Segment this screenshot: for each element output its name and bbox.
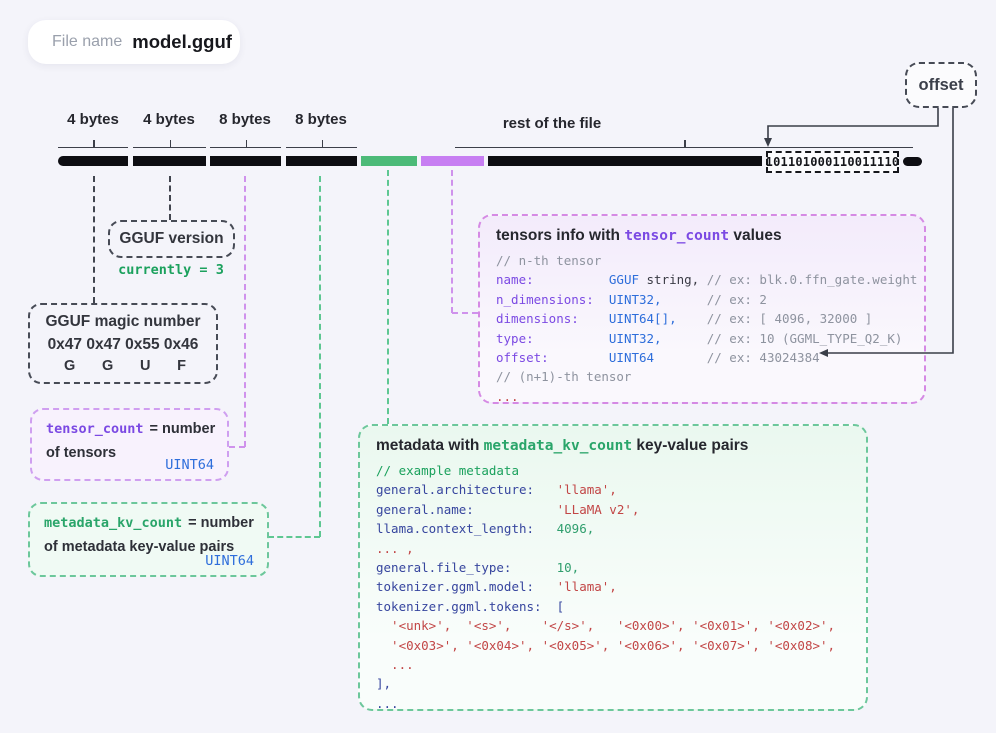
file-name-value: model.gguf — [132, 31, 232, 52]
tensor-count-code: tensor_count — [46, 421, 144, 437]
metadata-kv-count-box: metadata_kv_count= number of metadata ke… — [28, 502, 269, 577]
bar-segment-rest — [488, 156, 762, 166]
bar-segment-magic — [58, 156, 128, 166]
segment-label-tensor-count: 8 bytes — [219, 111, 271, 128]
metadata-kv-count-type: UINT64 — [205, 553, 254, 569]
bar-segment-version — [133, 156, 206, 166]
tensor-count-type: UINT64 — [165, 457, 214, 473]
segment-label-metadata-count: 8 bytes — [295, 111, 347, 128]
connector-tensors-box-v — [451, 170, 453, 313]
file-name-label: File name — [52, 33, 123, 50]
bracket-segment-4 — [286, 140, 357, 148]
gguf-magic-box: GGUF magic number 0x47 0x47 0x55 0x46 G … — [28, 303, 218, 384]
segment-label-version: 4 bytes — [143, 111, 195, 128]
bracket-rest-of-file — [455, 140, 913, 148]
gguf-version-box: GGUF version — [108, 220, 235, 258]
bar-segment-metadata-count — [286, 156, 357, 166]
tensors-info-box: tensors info with tensor_count values //… — [478, 214, 926, 404]
offset-callout-label: offset — [918, 75, 964, 94]
connector-tensor-count-v — [244, 176, 246, 447]
bracket-segment-3 — [210, 140, 281, 148]
rest-of-file-label: rest of the file — [502, 115, 602, 132]
bar-segment-tensors-info — [421, 156, 484, 166]
version-current-note: currently = 3 — [118, 262, 224, 278]
offset-callout: offset — [905, 62, 977, 108]
segment-label-magic: 4 bytes — [67, 111, 119, 128]
gguf-version-title: GGUF version — [119, 230, 224, 247]
offset-arrow-to-binary — [767, 108, 939, 140]
bar-segment-tensor-count — [210, 156, 281, 166]
magic-hex: 0x47 0x47 0x55 0x46 — [47, 335, 199, 353]
magic-title: GGUF magic number — [45, 313, 201, 331]
connector-magic — [93, 176, 95, 303]
offset-binary-value: 101101000110011110 — [765, 155, 900, 169]
connector-version — [169, 176, 171, 220]
file-name-pill: File name model.gguf — [28, 20, 240, 64]
metadata-title: metadata with metadata_kv_count key-valu… — [376, 437, 749, 454]
metadata-box: metadata with metadata_kv_count key-valu… — [358, 424, 868, 711]
connector-tensor-count-h — [229, 446, 245, 448]
metadata-kv-count-code: metadata_kv_count — [44, 515, 183, 531]
bar-segment-metadata — [361, 156, 417, 166]
magic-letters: G G U F — [64, 357, 186, 374]
bracket-segment-2 — [133, 140, 206, 148]
bracket-segment-1 — [58, 140, 128, 148]
connector-metadata-count-v — [319, 176, 321, 537]
bar-segment-end-cap — [903, 157, 922, 166]
tensor-count-box: tensor_count= number of tensors UINT64 — [30, 408, 229, 481]
connector-metadata-count-h — [268, 536, 320, 538]
connector-tensors-box-h — [452, 312, 478, 314]
tensors-info-title: tensors info with tensor_count values — [496, 227, 782, 244]
offset-binary-box: 101101000110011110 — [766, 151, 899, 173]
connector-metadata-box — [387, 170, 389, 424]
